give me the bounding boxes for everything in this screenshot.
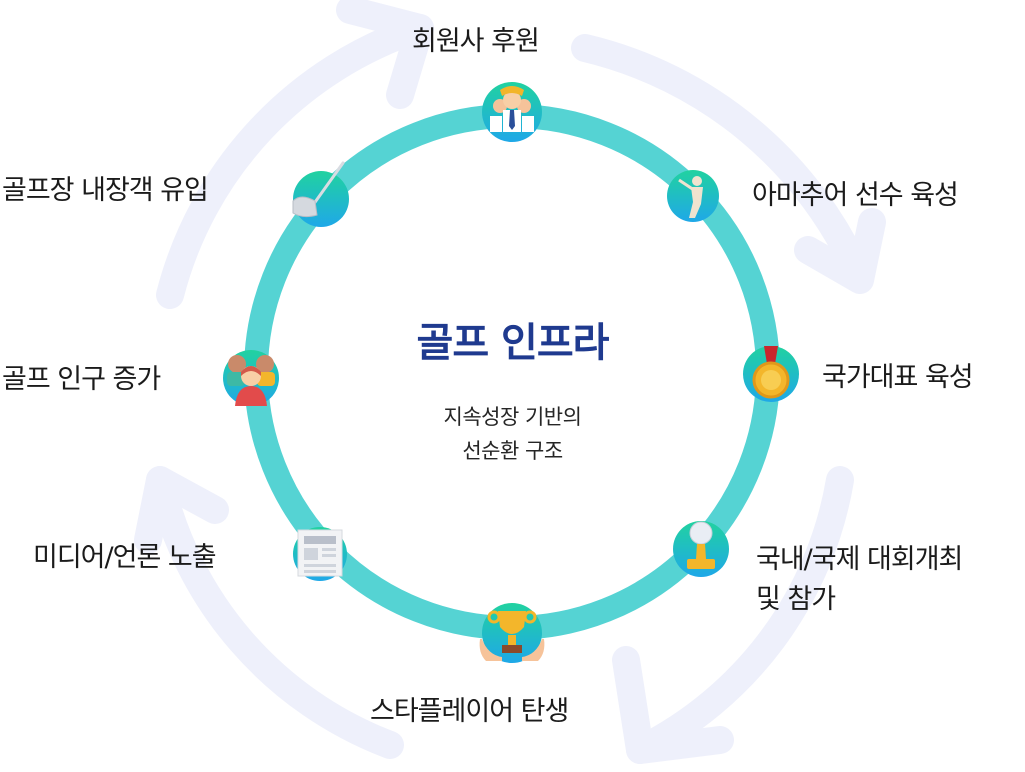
arrow-bottom-right-head — [612, 646, 734, 764]
golf-club-icon — [292, 161, 349, 227]
node-label-tournament-line1: 국내/국제 대회개최 — [756, 544, 963, 575]
center-title: 골프 인프라 — [416, 320, 610, 366]
arrow-bottom-right — [626, 466, 854, 764]
node-label-tournament-line2: 및 참가 — [756, 584, 836, 615]
node-label-sponsor: 회원사 후원 — [412, 26, 540, 57]
center-subtitle-line2: 선순환 구조 — [462, 439, 563, 463]
node-label-national: 국가대표 육성 — [822, 362, 974, 393]
arrow-bottom-left-head — [134, 466, 229, 554]
golf-trophy-icon — [673, 521, 729, 577]
arrow-top-right-head — [794, 208, 886, 294]
arrow-top-left-head — [336, 0, 434, 109]
cycle-arrows — [134, 0, 886, 764]
node-label-visitors: 골프장 내장객 유입 — [2, 175, 209, 206]
trophy-hands-icon — [479, 603, 545, 663]
node-label-amateur: 아마추어 선수 육성 — [752, 180, 959, 211]
newspaper-icon — [293, 527, 347, 581]
arrow-top-right — [571, 34, 874, 292]
people-group-icon — [223, 350, 279, 406]
center-subtitle-line1: 지속성장 기반의 — [443, 405, 582, 429]
node-label-star: 스타플레이어 탄생 — [370, 696, 569, 727]
center-subtitle: 지속성장 기반의 선순환 구조 — [0, 400, 1025, 468]
golfer-icon — [667, 170, 719, 222]
node-label-media: 미디어/언론 노출 — [33, 542, 217, 573]
node-label-population: 골프 인구 증가 — [2, 364, 161, 395]
arrow-bottom-left — [146, 466, 404, 759]
arrow-top-left — [156, 14, 434, 309]
business-people-icon — [482, 82, 542, 142]
node-badges — [223, 82, 799, 663]
medal-icon — [743, 346, 799, 402]
